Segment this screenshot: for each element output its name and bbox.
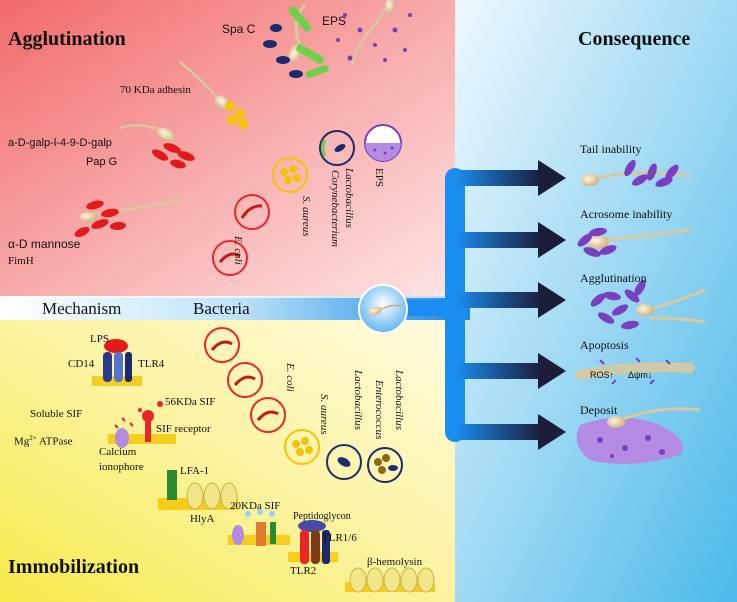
- agg-eps-circle: [364, 124, 402, 162]
- adhesin-70-label: 70 KDa adhesin: [120, 84, 191, 96]
- immobilization-heading: Immobilization: [8, 556, 140, 578]
- agg-saureus-label: S. aureus: [300, 196, 312, 237]
- lps-label: LPS: [90, 333, 109, 345]
- agg-ecoli-circle-1: [234, 194, 270, 230]
- adhesin-sperm-icon: [179, 61, 248, 129]
- imm-ecoli-circle-1: [204, 327, 240, 363]
- imm-ecoli-circle-3: [250, 397, 286, 433]
- hemolysin-icon: [345, 567, 435, 593]
- acrosome-inability-icon: [577, 227, 691, 257]
- imm-lactobacillus-circle: [326, 444, 362, 480]
- apoptosis-dpsi: Δψm↓: [628, 370, 653, 380]
- mannose-label: α-D mannose: [8, 237, 81, 251]
- bacteria-label: Bacteria: [193, 299, 250, 318]
- tlr2-label: TLR2: [290, 565, 317, 577]
- pap-g-label: Pap G: [86, 156, 118, 168]
- agglutination-heading: Agglutination: [8, 28, 126, 50]
- imm-enterococcus-circle: [367, 447, 403, 483]
- consequence-tail-inability: Tail inability: [580, 142, 642, 156]
- tlr4-label: TLR4: [138, 358, 165, 370]
- agg-eps-label: EPS: [373, 168, 385, 187]
- lfa1-hlya-icon: [158, 470, 238, 510]
- deposit-icon: [576, 407, 701, 464]
- branching-arrow: [395, 160, 566, 450]
- apoptosis-icon: [575, 357, 695, 385]
- consequence-deposit: Deposit: [580, 403, 618, 417]
- apoptosis-ros: ROS↑: [590, 370, 615, 380]
- cd14-label: CD14: [68, 358, 95, 370]
- peptidoglycon-label: Peptidoglycon: [293, 511, 351, 522]
- imm-ecoli-circle-2: [227, 362, 263, 398]
- calcium-label: Calcium: [99, 446, 137, 458]
- tlr4-complex-icon: [92, 339, 142, 386]
- ionophore-label: ionophore: [99, 461, 144, 473]
- sif-receptor-label: SIF receptor: [156, 423, 211, 435]
- sif20-icon: [228, 509, 290, 546]
- consequence-heading: Consequence: [578, 28, 691, 50]
- consequence-agglutination: Agglutination: [580, 271, 647, 285]
- imm-ecoli-label: E. coli: [284, 363, 296, 392]
- mechanism-label: Mechanism: [42, 299, 122, 318]
- imm-enterococcus-label: Enterococcus: [373, 380, 385, 440]
- pap-g-sperm-icon: [119, 124, 195, 169]
- imm-saureus-label: S. aureus: [318, 394, 330, 435]
- hemolysin-label: β-hemolysin: [367, 556, 423, 568]
- sif56-label: 56KDa SIF: [165, 396, 216, 408]
- imm-lactobacillus-label: Lactobacillus: [352, 370, 364, 430]
- agg-ecoli-circle-2: [212, 240, 248, 276]
- spa-c-icon: [263, 3, 329, 79]
- agg-ecoli-label: E. coli: [232, 236, 244, 265]
- imm-saureus-circle: [284, 429, 320, 465]
- fimh-label: FimH: [8, 255, 34, 267]
- mg-atpase-label: Mg2+ ATPase: [14, 434, 73, 448]
- tlr16-label: TLR1/6: [322, 532, 357, 544]
- soluble-sif-label: Soluble SIF: [30, 408, 83, 420]
- galp-label: a-D-galp-l-4-9-D-galp: [8, 137, 112, 149]
- consequence-apoptosis: Apoptosis: [580, 338, 629, 352]
- hlya-label: HlyA: [190, 513, 215, 525]
- tail-inability-icon: [581, 159, 691, 187]
- agg-corynebacterium-label: Corynebacterium: [329, 170, 341, 247]
- agg-lactobacillus-label: Lactobacillus: [343, 168, 355, 228]
- sif20-label: 20KDa SIF: [230, 500, 281, 512]
- eps-sperm-icon: [336, 0, 412, 67]
- sif-receptor-icon: [108, 401, 176, 448]
- spa-c-label: Spa C: [222, 22, 256, 36]
- consequence-acrosome-inability: Acrosome inability: [580, 207, 673, 221]
- agg-lactobacillus-circle: [319, 130, 355, 166]
- center-sperm-icon: [358, 284, 408, 334]
- imm-lactobacillus2-label: Lactobacillus: [393, 370, 405, 430]
- lfa1-label: LFA-1: [180, 465, 210, 477]
- agg-saureus-circle: [272, 157, 308, 193]
- tlr2-complex-icon: [288, 520, 338, 564]
- eps-top-label: EPS: [322, 14, 347, 28]
- agglutination-consequence-icon: [590, 279, 706, 330]
- fimh-sperm-icon: [74, 198, 181, 237]
